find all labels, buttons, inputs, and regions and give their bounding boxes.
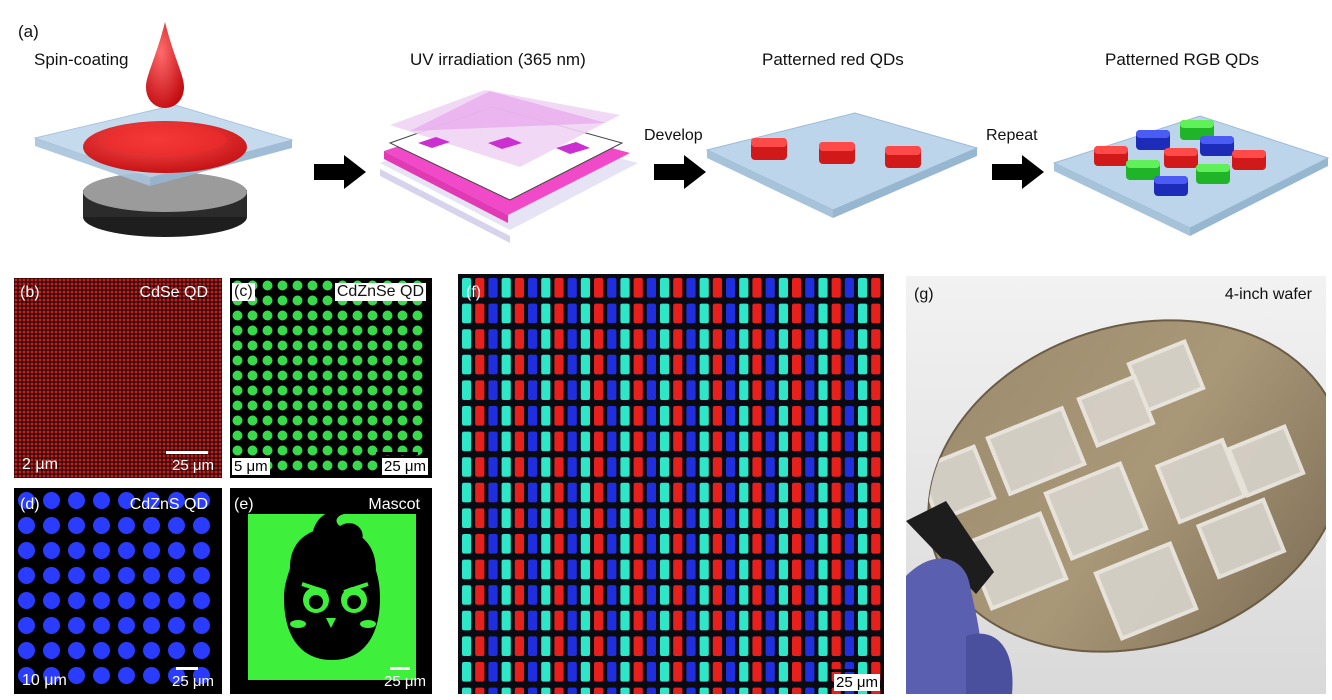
scale-bar — [176, 667, 198, 670]
rgb-subpixel-array — [462, 278, 881, 694]
patterned-red-illustration — [705, 112, 979, 218]
process-arrow-3 — [992, 155, 1044, 189]
panel-f-rgb-stripe-micrograph: (f) 25 μm — [458, 274, 884, 694]
panel-e-mascot-micrograph: (e) Mascot 25 μm — [230, 488, 432, 694]
blue-dot-array — [18, 492, 210, 684]
red-qd-cube — [819, 142, 855, 164]
panel-e-material: Mascot — [368, 496, 420, 513]
panel-d-material: CdZnS QD — [129, 496, 208, 513]
panel-b-cdse-micrograph: (b) CdSe QD 2 μm 25 μm — [14, 278, 222, 478]
panel-c-cdznse-micrograph: (c) CdZnSe QD 5 μm 25 μm — [230, 278, 432, 478]
wafer-photo — [906, 276, 1326, 694]
panel-e-scale-label: 25 μm — [384, 673, 426, 690]
process-arrow-1 — [314, 155, 366, 189]
panel-a-label: (a) — [18, 22, 39, 41]
panel-c-label: (c) — [232, 283, 255, 301]
rgb-qd-cube-array — [1094, 120, 1266, 196]
red-dot-array — [14, 278, 222, 478]
panel-e-label: (e) — [234, 496, 254, 513]
scale-bar — [828, 669, 858, 672]
process-arrow-2 — [654, 155, 706, 189]
panel-d-label: (d) — [20, 496, 40, 513]
step-title-patterned-rgb: Patterned RGB QDs — [1105, 50, 1260, 69]
green-dot-array — [232, 280, 423, 471]
step-title-spin-coating: Spin-coating — [34, 50, 129, 69]
arrow-label-develop: Develop — [644, 127, 703, 144]
panel-b-feature-size: 2 μm — [22, 456, 58, 473]
red-qd-cube — [885, 146, 921, 168]
mascot-pattern — [248, 505, 416, 680]
panel-d-cdzns-micrograph: (d) CdZnS QD 10 μm 25 μm — [14, 488, 222, 694]
panel-d-feature-size: 10 μm — [22, 672, 67, 689]
panel-g-wafer-photo: (g) 4-inch wafer — [906, 276, 1326, 694]
panel-c-scale-label: 25 μm — [382, 458, 428, 475]
red-qd-cube — [751, 138, 787, 160]
spin-coating-illustration — [33, 22, 294, 237]
panel-b-label: (b) — [20, 284, 40, 301]
scale-bar — [390, 667, 410, 670]
panel-f-label: (f) — [466, 284, 482, 301]
arrow-label-repeat: Repeat — [986, 127, 1038, 144]
panel-f-scale-label: 25 μm — [834, 674, 880, 691]
panel-b-material: CdSe QD — [139, 284, 208, 301]
scale-bar — [166, 451, 208, 454]
step-title-uv-irradiation: UV irradiation (365 nm) — [410, 50, 586, 69]
panel-g-label: (g) — [914, 286, 934, 303]
panel-c-material: CdZnSe QD — [334, 283, 426, 301]
panel-c-feature-size: 5 μm — [232, 458, 270, 475]
patterned-rgb-illustration — [1052, 115, 1330, 236]
panel-d-scale-label: 25 μm — [172, 673, 214, 690]
scale-bar — [376, 452, 418, 455]
panel-g-caption: 4-inch wafer — [1224, 286, 1312, 303]
uv-irradiation-illustration — [380, 90, 638, 243]
step-title-patterned-red: Patterned red QDs — [762, 50, 904, 69]
panel-a: (a) Spin-coating UV irradiation (365 nm)… — [0, 0, 1332, 262]
panel-b-scale-label: 25 μm — [172, 457, 214, 474]
